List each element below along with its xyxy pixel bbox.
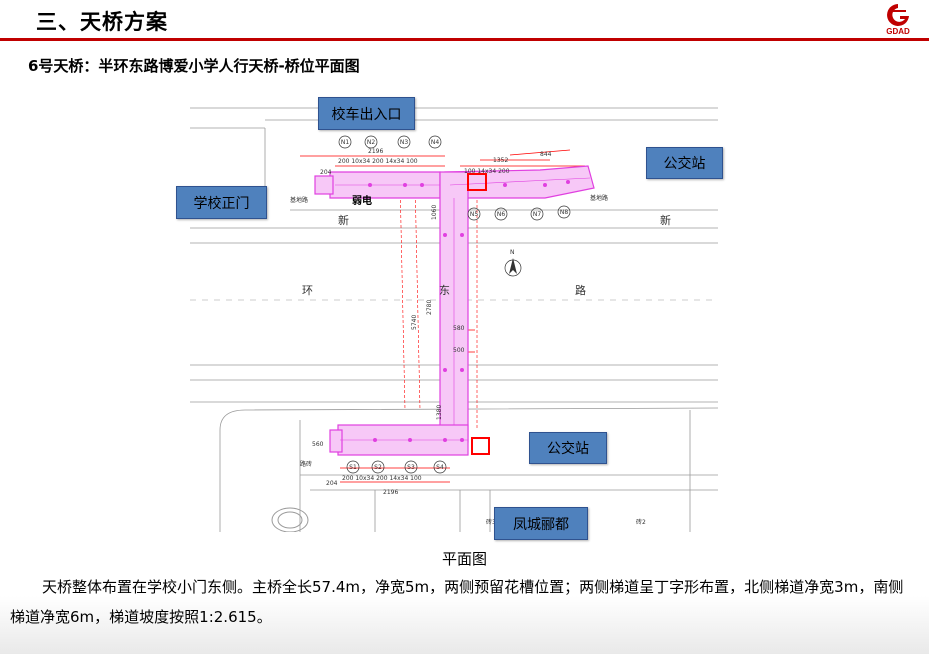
bridge-plan-drawing: N1 N2 N3 N4 N5 N6 N7 N8 S1 S2 S3 S4 2196… (190, 90, 720, 532)
elevator-marker-north (467, 173, 487, 191)
svg-text:N5: N5 (470, 211, 478, 218)
svg-text:S4: S4 (436, 464, 444, 471)
svg-text:N2: N2 (367, 139, 375, 146)
logo-text: GDAD (886, 27, 910, 36)
svg-text:560: 560 (312, 441, 324, 448)
svg-text:路: 路 (575, 284, 586, 297)
svg-text:N6: N6 (497, 211, 505, 218)
svg-text:弱电: 弱电 (352, 194, 372, 207)
callout-bus-stop-south: 公交站 (529, 432, 607, 464)
svg-text:N7: N7 (533, 211, 541, 218)
svg-text:路砖: 路砖 (300, 460, 312, 468)
svg-text:2780: 2780 (426, 300, 433, 315)
svg-text:环: 环 (302, 284, 313, 297)
gdad-logo-icon (887, 4, 909, 26)
svg-text:N8: N8 (560, 209, 568, 216)
page-title: 三、天桥方案 (36, 10, 168, 34)
svg-text:5740: 5740 (411, 315, 418, 330)
svg-text:N3: N3 (400, 139, 408, 146)
svg-text:新: 新 (338, 213, 349, 227)
slide-subtitle: 6号天桥：半环东路博爱小学人行天桥-桥位平面图 (28, 57, 360, 75)
svg-text:204: 204 (326, 480, 338, 487)
svg-text:N1: N1 (341, 139, 349, 146)
svg-text:S1: S1 (349, 464, 357, 471)
header-rule (0, 38, 929, 41)
svg-text:东: 东 (439, 284, 450, 297)
north-arrow-icon: N (504, 249, 522, 277)
description-paragraph: 天桥整体布置在学校小门东侧。主桥全长57.4m，净宽5m，两侧预留花槽位置；两侧… (10, 578, 904, 626)
callout-school-bus-entrance: 校车出入口 (318, 97, 415, 130)
svg-text:砖30: 砖30 (486, 518, 500, 526)
svg-text:S3: S3 (407, 464, 415, 471)
svg-text:1352: 1352 (493, 157, 508, 164)
svg-text:500: 500 (453, 347, 465, 354)
svg-text:200 10x34 200 14x34 100: 200 10x34 200 14x34 100 (342, 475, 422, 482)
callout-bus-stop-north: 公交站 (646, 147, 723, 179)
svg-text:砖2: 砖2 (636, 518, 646, 526)
callout-fengcheng-residence: 凤城郦都 (494, 507, 588, 540)
figure-caption: 平面图 (441, 550, 487, 568)
svg-text:1060: 1060 (431, 205, 438, 220)
svg-text:S2: S2 (374, 464, 382, 471)
svg-text:2196: 2196 (368, 148, 383, 155)
svg-text:844: 844 (540, 151, 552, 158)
callout-school-main-gate: 学校正门 (176, 186, 267, 219)
svg-text:N: N (510, 249, 515, 256)
svg-text:2196: 2196 (383, 489, 398, 496)
svg-text:新: 新 (660, 213, 671, 227)
elevator-marker-south (471, 437, 490, 455)
svg-text:基地路: 基地路 (590, 194, 608, 202)
svg-text:200 10x34 200 14x34 100: 200 10x34 200 14x34 100 (338, 158, 418, 165)
svg-text:204: 204 (320, 169, 332, 176)
svg-text:基地路: 基地路 (290, 196, 308, 204)
svg-text:1380: 1380 (436, 405, 443, 420)
svg-text:100 14x34 200: 100 14x34 200 (464, 168, 510, 175)
svg-text:N4: N4 (431, 139, 439, 146)
svg-text:580: 580 (453, 325, 465, 332)
